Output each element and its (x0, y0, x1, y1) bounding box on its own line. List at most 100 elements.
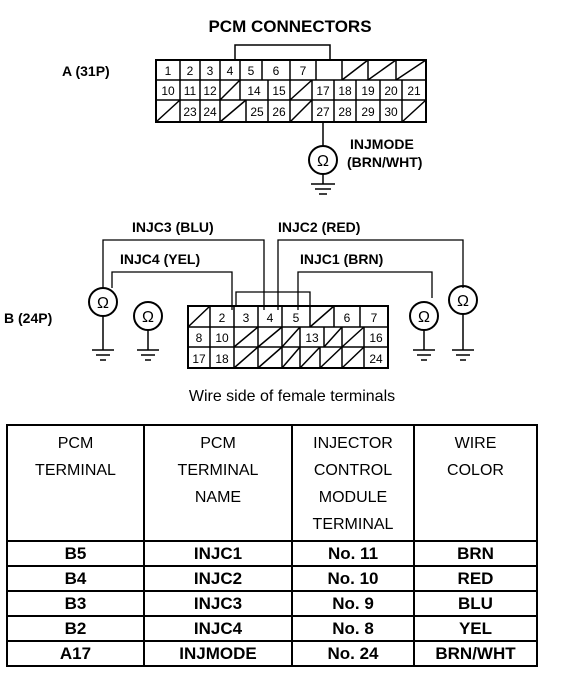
cell-module-terminal: No. 9 (291, 590, 415, 617)
header-pcm-terminal: PCM TERMINAL (6, 424, 145, 542)
pin-b24: 24 (369, 352, 383, 366)
header-text: MODULE (318, 489, 388, 506)
pin-a4: 4 (227, 64, 234, 78)
header-pcm-terminal-name: PCM TERMINAL NAME (143, 424, 293, 542)
injc4-ohm-icon: Ω (142, 309, 154, 326)
table-row: B3 INJC3 No. 9 BLU (6, 590, 538, 617)
pin-a6: 6 (273, 64, 280, 78)
pin-a20: 20 (384, 84, 398, 98)
table-row: B2 INJC4 No. 8 YEL (6, 615, 538, 642)
injc3-label: INJC3 (BLU) (132, 219, 214, 235)
pin-b8: 8 (196, 331, 203, 345)
table-header-row: PCM TERMINAL PCM TERMINAL NAME INJECTOR … (6, 424, 538, 542)
header-text: PCM (200, 435, 236, 452)
pin-a1: 1 (165, 64, 172, 78)
header-injector-module-terminal: INJECTOR CONTROL MODULE TERMINAL (291, 424, 415, 542)
pin-b4: 4 (267, 311, 274, 325)
pin-b7: 7 (371, 311, 378, 325)
pin-b10: 10 (215, 331, 229, 345)
pin-a29: 29 (361, 105, 375, 119)
diagram-caption: Wire side of female terminals (189, 388, 395, 405)
injmode-color-label: (BRN/WHT) (347, 154, 422, 170)
pin-b5: 5 (293, 311, 300, 325)
header-text: CONTROL (313, 462, 393, 479)
pin-a3: 3 (207, 64, 214, 78)
pin-b13: 13 (305, 331, 319, 345)
injmode-label: INJMODE (350, 136, 414, 152)
header-text: NAME (194, 489, 242, 506)
pin-a27: 27 (316, 105, 330, 119)
terminal-table: PCM TERMINAL PCM TERMINAL NAME INJECTOR … (6, 424, 538, 667)
cell-module-terminal: No. 11 (291, 540, 415, 567)
injector-ohm-labels: Ω Ω Ω Ω (97, 293, 469, 326)
header-text: TERMINAL (312, 516, 394, 533)
pin-a12: 12 (203, 84, 217, 98)
connector-b-pins: 2 3 4 5 6 7 8 10 13 16 17 18 24 (192, 311, 383, 366)
cell-terminal-name: INJMODE (143, 640, 293, 667)
cell-terminal-name: INJC2 (143, 565, 293, 592)
pin-a11: 11 (184, 84, 197, 98)
cell-wire-color: BRN/WHT (413, 640, 538, 667)
connector-b (187, 305, 389, 369)
connector-a (155, 44, 427, 123)
header-wire-color: WIRE COLOR (413, 424, 538, 542)
pin-a14: 14 (247, 84, 261, 98)
cell-pcm-terminal: A17 (6, 640, 145, 667)
header-text: TERMINAL (35, 462, 116, 479)
injc2-label: INJC2 (RED) (278, 219, 360, 235)
cell-terminal-name: INJC3 (143, 590, 293, 617)
injc1-label: INJC1 (BRN) (300, 251, 383, 267)
injc3-ohm-icon: Ω (97, 295, 109, 312)
pin-a24: 24 (203, 105, 217, 119)
pin-a2: 2 (187, 64, 194, 78)
connector-b-wiring (102, 239, 464, 310)
pin-b16: 16 (369, 331, 383, 345)
cell-pcm-terminal: B3 (6, 590, 145, 617)
pin-b2: 2 (219, 311, 226, 325)
pin-a26: 26 (272, 105, 286, 119)
pin-a7: 7 (300, 64, 307, 78)
header-text: WIRE (454, 435, 497, 452)
injc4-label: INJC4 (YEL) (120, 251, 200, 267)
cell-wire-color: YEL (413, 615, 538, 642)
cell-wire-color: RED (413, 565, 538, 592)
injc1-ohm-icon: Ω (418, 309, 430, 326)
ground-symbols (92, 314, 474, 361)
cell-pcm-terminal: B4 (6, 565, 145, 592)
cell-module-terminal: No. 8 (291, 615, 415, 642)
injc2-ohm-icon: Ω (457, 293, 469, 310)
header-text: PCM (57, 435, 94, 452)
pin-a28: 28 (338, 105, 352, 119)
pin-b17: 17 (192, 352, 206, 366)
pin-a30: 30 (384, 105, 398, 119)
pin-b6: 6 (344, 311, 351, 325)
pin-a19: 19 (361, 84, 375, 98)
cell-wire-color: BLU (413, 590, 538, 617)
table-row: B4 INJC2 No. 10 RED (6, 565, 538, 592)
connector-diagram: PCM CONNECTORS A (31P) (4, 17, 478, 405)
pin-a21: 21 (407, 84, 421, 98)
header-text: COLOR (447, 462, 504, 479)
pin-a5: 5 (248, 64, 255, 78)
cell-pcm-terminal: B5 (6, 540, 145, 567)
cell-terminal-name: INJC1 (143, 540, 293, 567)
pin-a15: 15 (272, 84, 286, 98)
pin-a23: 23 (183, 105, 197, 119)
pin-a10: 10 (161, 84, 175, 98)
pin-a25: 25 (250, 105, 264, 119)
cell-wire-color: BRN (413, 540, 538, 567)
pin-b18: 18 (215, 352, 229, 366)
cell-pcm-terminal: B2 (6, 615, 145, 642)
connector-a-label: A (31P) (62, 63, 110, 79)
pin-b3: 3 (243, 311, 250, 325)
connector-b-label: B (24P) (4, 310, 52, 326)
pin-a17: 17 (316, 84, 330, 98)
injmode-ohm-icon: Ω (317, 153, 329, 170)
cell-module-terminal: No. 24 (291, 640, 415, 667)
cell-terminal-name: INJC4 (143, 615, 293, 642)
table-row: B5 INJC1 No. 11 BRN (6, 540, 538, 567)
table-row: A17 INJMODE No. 24 BRN/WHT (6, 640, 538, 667)
cell-module-terminal: No. 10 (291, 565, 415, 592)
header-text: TERMINAL (177, 462, 259, 479)
injmode-circuit (308, 122, 338, 195)
